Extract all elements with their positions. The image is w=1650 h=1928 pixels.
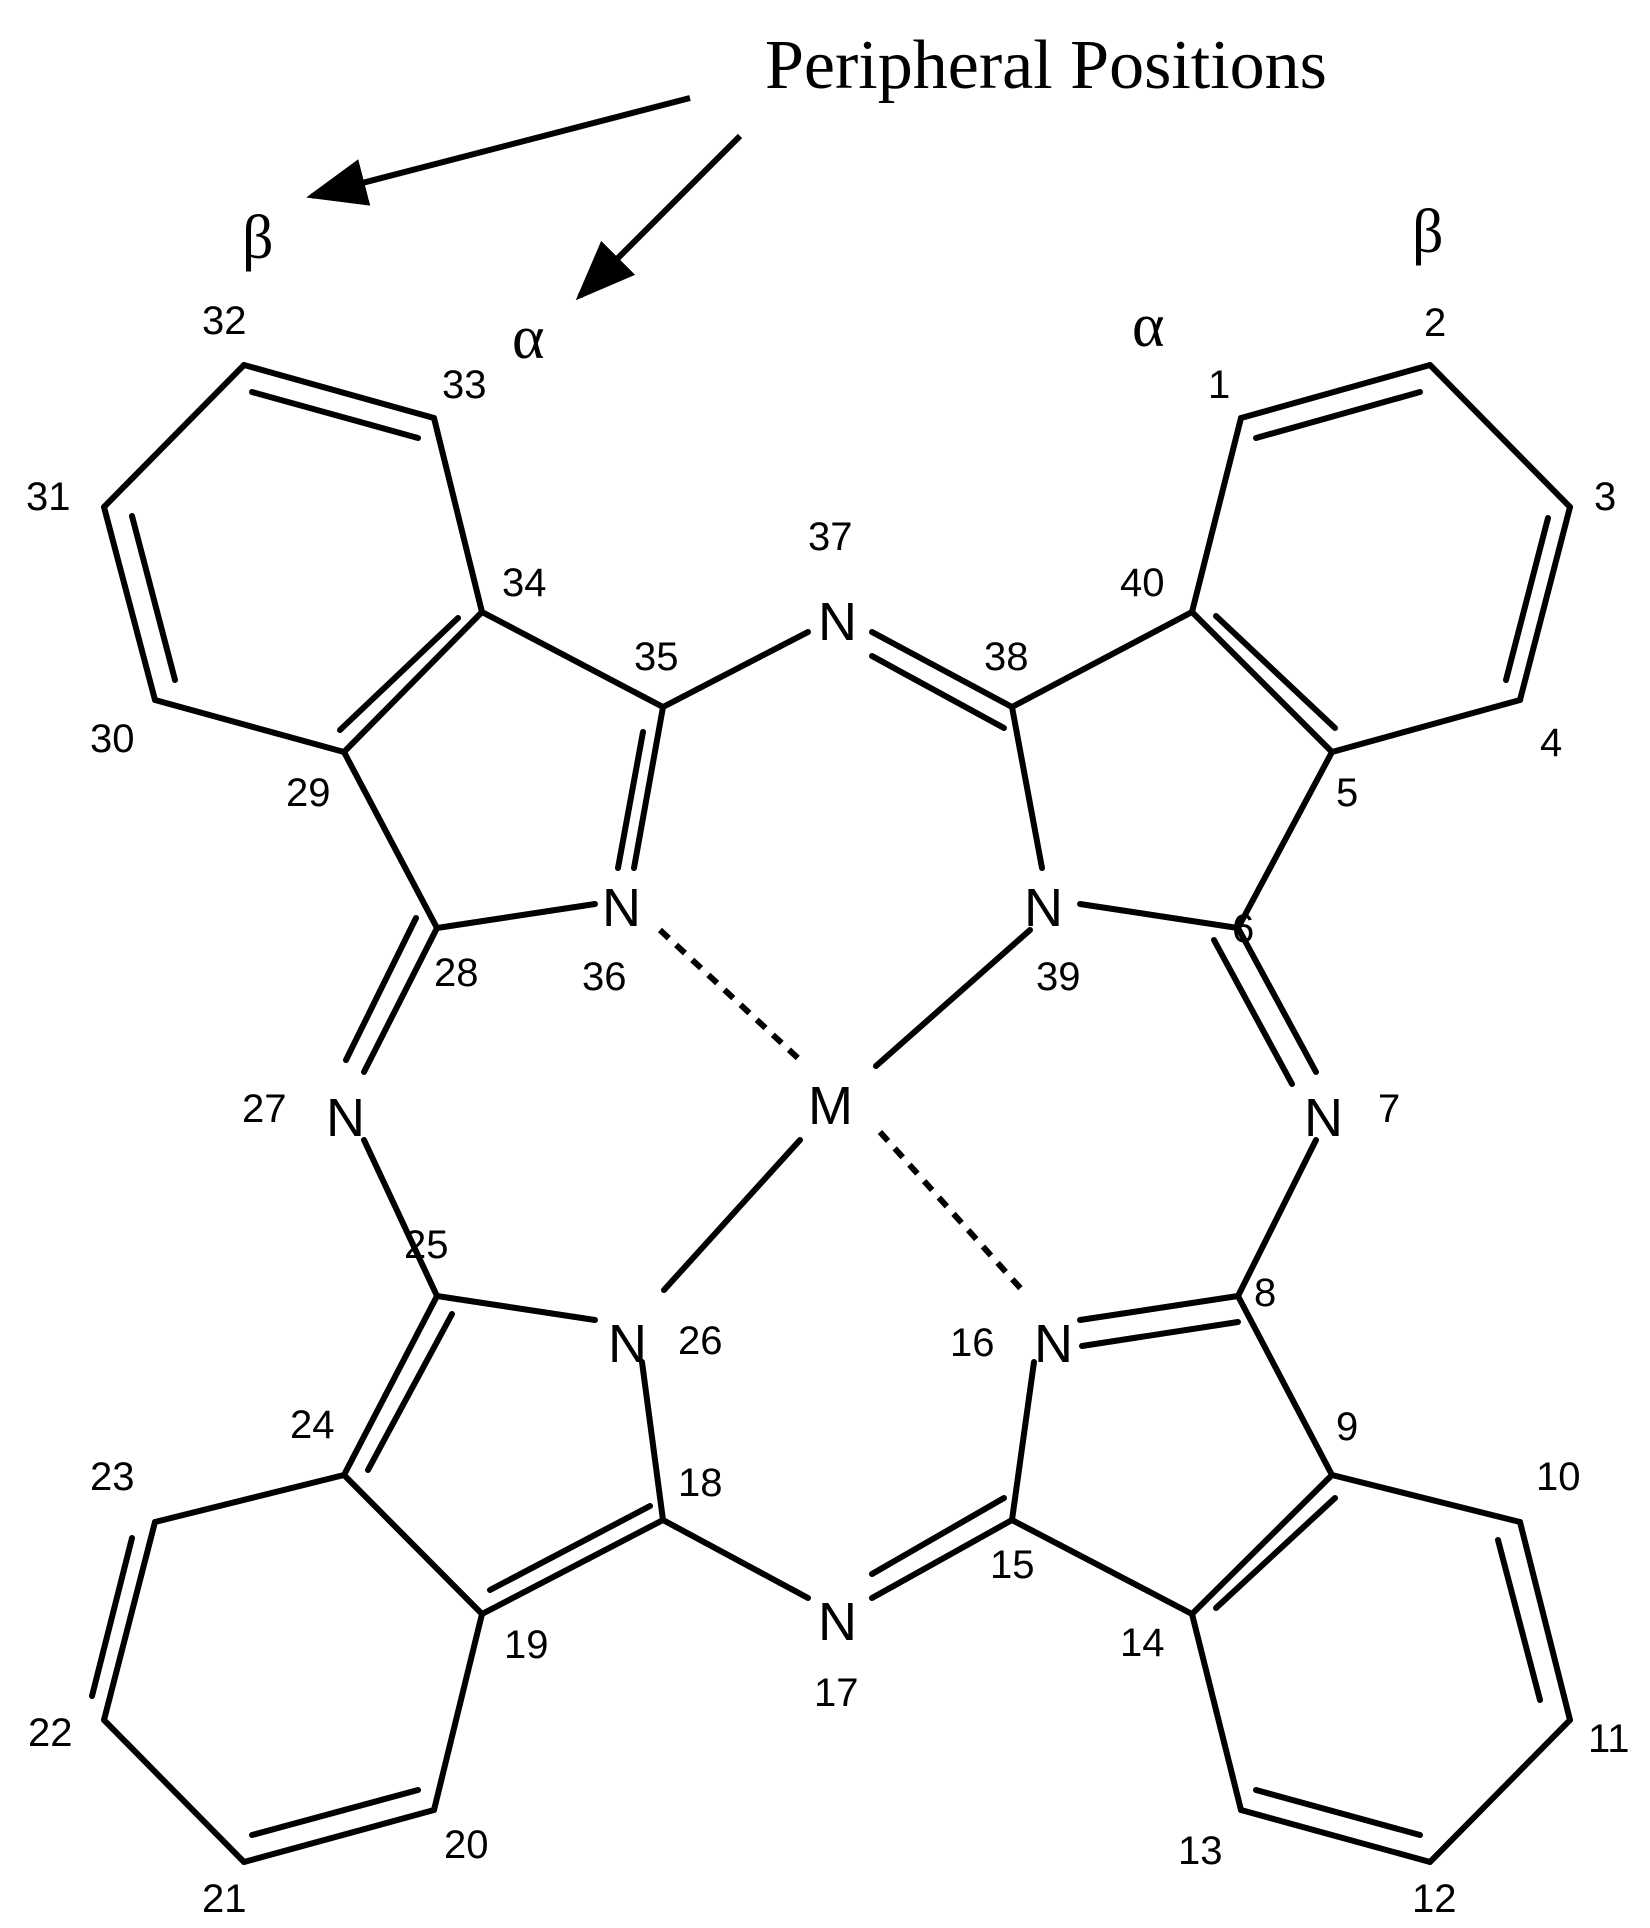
num-3: 3: [1594, 475, 1616, 519]
num-24: 24: [290, 1403, 335, 1447]
num-2: 2: [1424, 301, 1446, 345]
atom-n36: N: [602, 878, 641, 938]
num-10: 10: [1536, 1455, 1581, 1499]
num-12: 12: [1412, 1877, 1457, 1921]
num-31: 31: [26, 475, 71, 519]
num-1: 1: [1208, 363, 1230, 407]
num-6: 6: [1232, 907, 1254, 951]
num-17: 17: [814, 1671, 859, 1715]
num-30: 30: [90, 717, 135, 761]
ring-lower-left: [89, 1293, 666, 1865]
atom-n17: N: [818, 1592, 857, 1652]
num-34: 34: [502, 561, 547, 605]
num-21: 21: [202, 1877, 247, 1921]
num-23: 23: [90, 1455, 135, 1499]
num-36: 36: [582, 955, 627, 999]
num-7: 7: [1378, 1087, 1400, 1131]
num-40: 40: [1120, 561, 1165, 605]
position-numbers: 1 2 3 4 5 6 7 8 9 10 11 12 13 14 15 16 1…: [26, 299, 1630, 1921]
num-11: 11: [1588, 1717, 1630, 1761]
num-33: 33: [442, 363, 487, 407]
atom-n7: N: [1304, 1088, 1343, 1148]
num-32: 32: [202, 299, 247, 343]
num-37: 37: [808, 515, 853, 559]
ring-upper-left: [101, 362, 666, 931]
num-22: 22: [28, 1711, 73, 1755]
num-27: 27: [242, 1087, 287, 1131]
num-29: 29: [286, 771, 331, 815]
atom-n16: N: [1034, 1314, 1073, 1374]
num-28: 28: [434, 951, 479, 995]
num-8: 8: [1254, 1271, 1276, 1315]
num-13: 13: [1178, 1829, 1223, 1873]
num-20: 20: [444, 1823, 489, 1867]
beta-left: β: [242, 204, 274, 272]
atom-n37: N: [818, 592, 857, 652]
alpha-right: α: [1132, 292, 1164, 360]
beta-right: β: [1412, 198, 1444, 266]
num-35: 35: [634, 635, 679, 679]
num-26: 26: [678, 1319, 723, 1363]
atom-n26: N: [608, 1314, 647, 1374]
alpha-left: α: [512, 304, 544, 372]
atom-n27: N: [326, 1088, 365, 1148]
metal-bonds: [657, 927, 1033, 1293]
arrow-to-beta: [306, 95, 691, 206]
num-5: 5: [1336, 771, 1358, 815]
num-25: 25: [404, 1223, 449, 1267]
num-4: 4: [1540, 721, 1562, 765]
arrow-to-alpha: [575, 133, 743, 301]
ring-lower-right: [1009, 1293, 1573, 1865]
num-18: 18: [678, 1461, 723, 1505]
atom-m: M: [808, 1076, 853, 1136]
num-38: 38: [984, 635, 1029, 679]
num-16: 16: [950, 1321, 995, 1365]
atom-n39: N: [1024, 878, 1063, 938]
ring-upper-right: [1009, 362, 1573, 931]
num-15: 15: [990, 1543, 1035, 1587]
meso-bridges: [343, 629, 1319, 1601]
num-14: 14: [1120, 1621, 1165, 1665]
num-39: 39: [1036, 955, 1081, 999]
num-19: 19: [504, 1623, 549, 1667]
title: Peripheral Positions: [765, 27, 1327, 104]
num-9: 9: [1336, 1405, 1358, 1449]
